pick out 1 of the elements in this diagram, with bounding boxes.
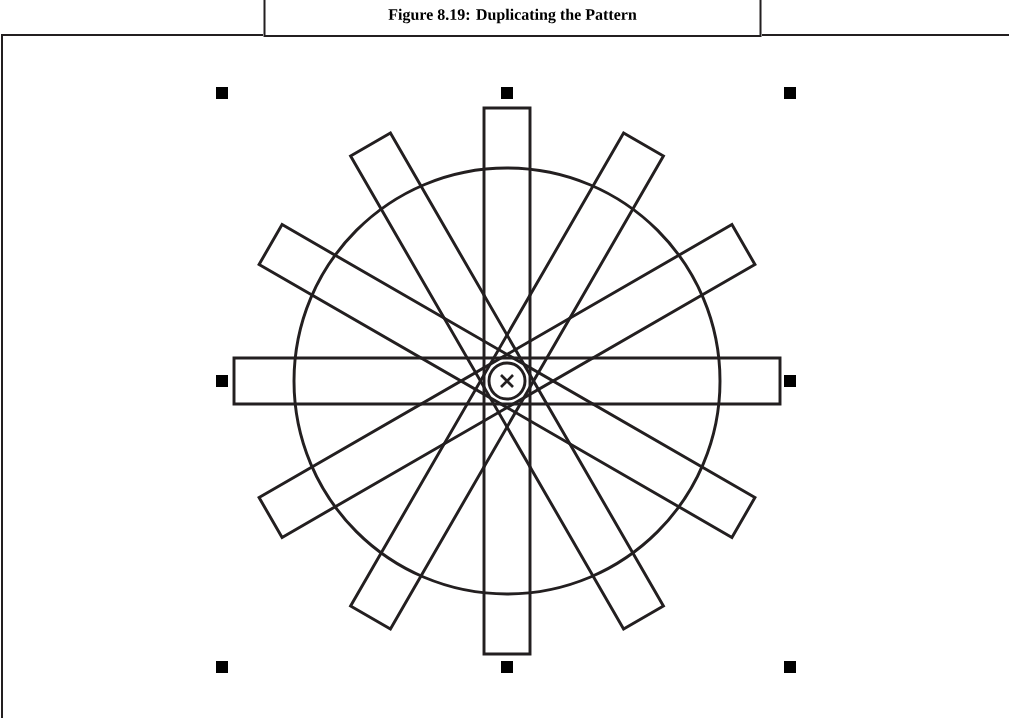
title-tab: Figure 8.19: Duplicating the Pattern — [263, 0, 762, 37]
